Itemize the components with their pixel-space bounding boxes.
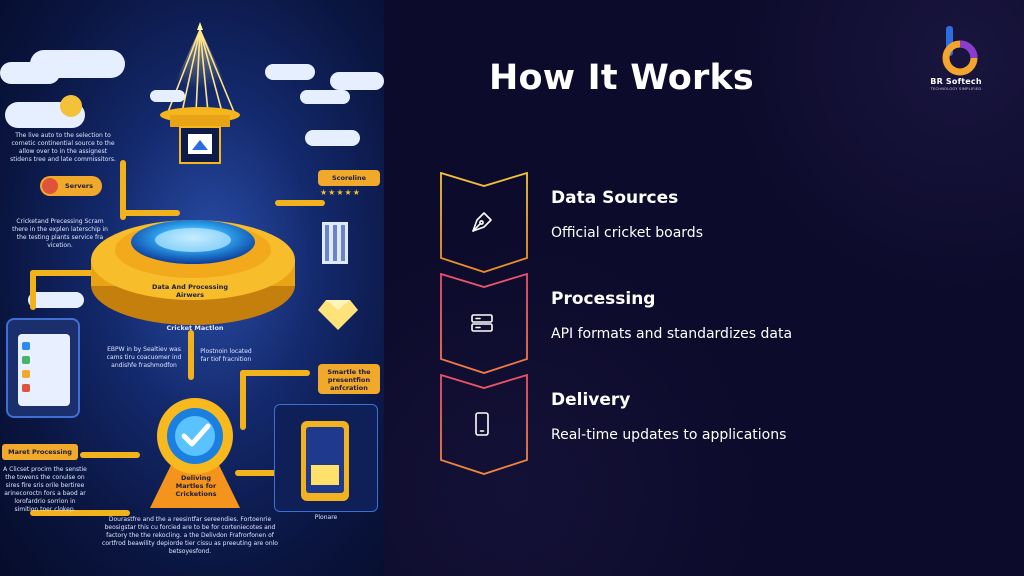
step-delivery: Delivery Real-time updates to applicatio… <box>440 374 940 476</box>
pipe <box>275 200 325 206</box>
illustration-blurb-middle-right: Plostnoin located far tiof fracnition <box>200 348 252 363</box>
cloud-graphic <box>0 62 60 84</box>
step-heading: Data Sources <box>551 188 679 208</box>
pipe <box>30 270 36 310</box>
logo-mark-icon <box>942 26 978 76</box>
step-description: API formats and standardizes data <box>551 326 793 342</box>
pipe <box>188 330 194 380</box>
step-description: Official cricket boards <box>551 225 703 241</box>
step-heading: Delivery <box>551 390 631 410</box>
cloud-graphic <box>330 72 384 90</box>
core-caption: Cricket Mactlon <box>166 324 224 332</box>
market-processing-label: Maret Processing <box>8 448 72 456</box>
pyramid-label: Deliving Martles for Cricketions <box>175 474 217 498</box>
pipe <box>30 510 130 516</box>
logo-brand-text: BR Softech <box>930 77 982 86</box>
pipe <box>120 160 126 220</box>
rating-stars-icon: ★★★★★ <box>320 188 361 197</box>
cloud-graphic <box>300 90 350 104</box>
check-orb-graphic <box>150 398 240 508</box>
pipe <box>240 370 310 376</box>
pipe <box>240 370 246 430</box>
illustration-blurb-bottom: Dourastfre and the a reesintfar sereendi… <box>102 516 278 555</box>
pipe <box>30 270 100 276</box>
chevron-frame <box>440 273 528 374</box>
illustration-blurb-bottom-left: A Clicset procim the senstie the towens … <box>3 466 87 513</box>
avatar-icon <box>42 178 58 194</box>
phone-caption: Plonare <box>314 514 338 521</box>
building-icon <box>322 222 348 264</box>
server-icon <box>471 314 493 332</box>
market-processing-badge: Maret Processing <box>2 444 78 460</box>
servers-label: Servers <box>64 182 93 190</box>
cloud-graphic <box>305 130 360 146</box>
scoreline-label: Scoreline <box>331 174 367 182</box>
company-logo: BR Softech TECHNOLOGY SIMPLIFIED <box>924 24 994 96</box>
step-processing: Processing API formats and standardizes … <box>440 273 940 375</box>
page-title: How It Works <box>489 58 754 98</box>
core-label: Data And Processing Airwers <box>151 283 229 299</box>
illustration-blurb-servers: Cricketand Precessing Scram there in the… <box>12 218 108 249</box>
step-description: Real-time updates to applications <box>551 427 787 443</box>
chevron-frame <box>440 172 528 273</box>
tablet-graphic <box>6 318 80 418</box>
illustration-blurb-middle: EBPW in by Sealtiev was cams tiru coacuo… <box>106 346 182 369</box>
phone-frame-graphic <box>274 404 378 512</box>
smartline-label: Smartle the presentfion anfcration <box>327 368 371 392</box>
chevron-frame <box>440 374 528 475</box>
pen-nib-icon <box>472 212 492 232</box>
step-data-sources: Data Sources Official cricket boards <box>440 172 940 274</box>
how-it-works-panel: How It Works BR Softech TECHNOLOGY SIMPL… <box>384 0 1024 576</box>
scoreline-badge: Scoreline <box>318 170 380 186</box>
servers-badge: Servers <box>40 176 102 196</box>
smartline-badge: Smartle the presentfion anfcration <box>318 364 380 394</box>
illustration-blurb-top: The live auto to the selection to cornet… <box>10 132 116 163</box>
workflow-illustration: The live auto to the selection to cornet… <box>0 0 384 576</box>
sun-icon <box>60 95 82 117</box>
logo-tagline: TECHNOLOGY SIMPLIFIED <box>930 87 982 91</box>
cloud-graphic <box>265 64 315 80</box>
step-heading: Processing <box>551 289 656 309</box>
smartphone-icon <box>475 412 489 436</box>
cloud-graphic <box>28 292 84 308</box>
diamond-icon <box>318 300 358 330</box>
pipe <box>80 452 140 458</box>
cloud-graphic <box>150 90 185 102</box>
pipe <box>235 470 295 476</box>
pipe <box>120 210 180 216</box>
core-platform-graphic <box>91 220 295 325</box>
